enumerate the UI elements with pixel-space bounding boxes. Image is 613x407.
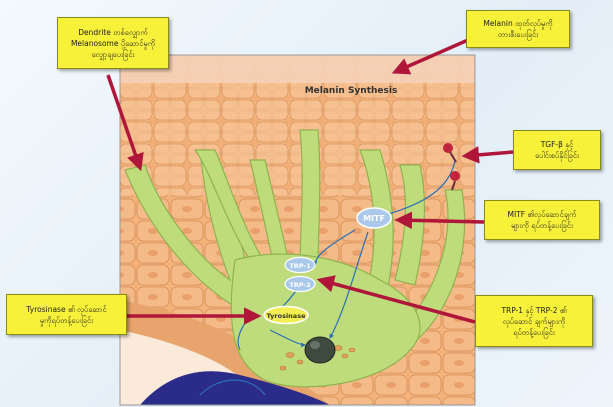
callout-tgf: TGF-β နှင့် ပေါင်းစပ်နိုင်ခြင်း bbox=[513, 130, 601, 170]
trp1-label: TRP-1 bbox=[289, 262, 311, 270]
mitf-label: MITF bbox=[363, 214, 385, 223]
trp2-label: TRP-2 bbox=[289, 281, 310, 289]
nucleus-icon bbox=[305, 337, 335, 363]
callout-trp: TRP-1 နှင့် TRP-2 ၏ လုပ်ဆောင် ချက်များကိ… bbox=[475, 295, 593, 347]
callout-melanin: Melanin ထုတ်လုပ်မှုကို တားစီးပေးခြင်း bbox=[466, 10, 570, 48]
callout-mitf: MITF ၏လုပ်ဆောင်ချက် များကို ရပ်တန့်ပေးခြ… bbox=[484, 200, 600, 240]
skin-illustration bbox=[120, 55, 475, 405]
callout-tyrosinase: Tyrosinase ၏ လုပ်ဆောင် မှုကိုရပ်တန့်ပေးခ… bbox=[6, 294, 127, 335]
tyrosinase-label: Tyrosinase bbox=[267, 312, 307, 320]
diagram-title: Melanin Synthesis bbox=[305, 86, 398, 96]
arrow-mitf bbox=[398, 220, 484, 222]
callout-dendrite: Dendrite တစ်လျှောက် Melanosome ပို့ဆောင်… bbox=[57, 17, 169, 69]
